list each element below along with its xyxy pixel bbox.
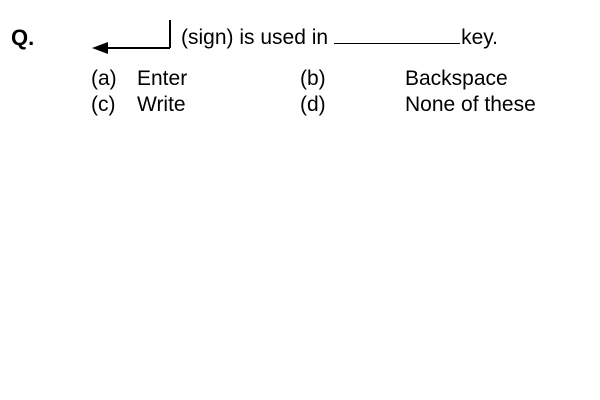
option-text: None of these — [405, 93, 536, 116]
enter-return-arrow-icon — [92, 20, 171, 54]
question-label: Q. — [11, 25, 35, 50]
question-text-before: (sign) is used in — [181, 26, 329, 49]
answer-blank — [334, 25, 461, 44]
option-letter: (a) — [91, 67, 117, 90]
option-letter: (d) — [300, 93, 326, 116]
option-text: Write — [137, 93, 186, 116]
option-b: (b) Backspace — [300, 66, 508, 92]
option-text: Enter — [137, 67, 188, 90]
option-text: Backspace — [405, 67, 508, 90]
option-c: (c) Write — [91, 92, 186, 118]
question-text-after: key. — [461, 26, 499, 49]
option-a: (a) Enter — [91, 66, 187, 92]
option-d: (d) None of these — [300, 92, 536, 118]
option-letter: (c) — [91, 93, 116, 116]
option-letter: (b) — [300, 67, 326, 90]
question-text: (sign) is used in key. — [181, 24, 498, 52]
